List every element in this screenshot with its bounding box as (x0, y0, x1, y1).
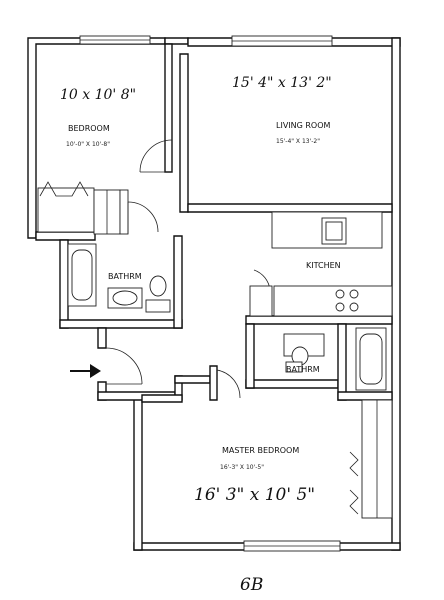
doors (105, 139, 271, 399)
unit-label: 6B (240, 575, 263, 595)
bath2-fixtures (283, 327, 387, 391)
walls (27, 37, 401, 551)
living-room-handwritten-dims: 15' 4" x 13' 2" (232, 75, 332, 91)
bedroom-handwritten-dims: 10 x 10' 8" (60, 87, 136, 103)
bedroom-dims: 10'-0" X 10'-8" (66, 141, 110, 148)
room-labels: 10 x 10' 8" BEDROOM 10'-0" X 10'-8" 15' … (60, 75, 341, 595)
master-bedroom-label: MASTER BEDROOM (222, 446, 299, 455)
bath2-label: BATHRM (286, 365, 320, 374)
master-closet (349, 399, 393, 519)
windows (79, 35, 341, 552)
master-bedroom-handwritten-dims: 16' 3" x 10' 5" (194, 485, 315, 505)
kitchen-label: KITCHEN (306, 261, 341, 270)
master-bedroom-dims: 16'-3" X 10'-5" (220, 464, 264, 471)
bedroom-closet (37, 181, 129, 235)
bath1-fixtures (67, 243, 171, 313)
kitchen-fixtures (249, 211, 393, 317)
bath1-label: BATHRM (108, 272, 142, 281)
living-room-dims: 15'-4" X 13'-2" (276, 138, 320, 145)
entry-arrow-icon (70, 364, 101, 378)
living-room-label: LIVING ROOM (276, 121, 331, 130)
bedroom-label: BEDROOM (68, 124, 110, 133)
